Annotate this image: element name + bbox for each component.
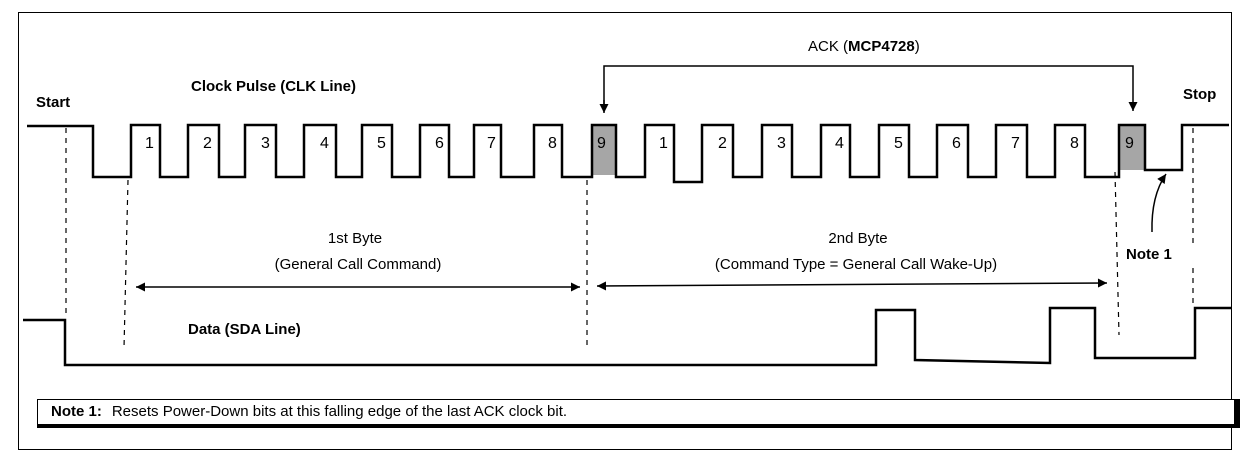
byte2-bit-5: 5 bbox=[894, 135, 903, 152]
byte1-bit-8: 8 bbox=[548, 135, 557, 152]
start-label: Start bbox=[36, 94, 70, 111]
byte2-bit-8: 8 bbox=[1070, 135, 1079, 152]
clock-waveform bbox=[27, 123, 1229, 184]
byte2-bit-3: 3 bbox=[777, 135, 786, 152]
data-waveform bbox=[23, 306, 1232, 367]
clock-bit-numbers: 1 2 3 4 5 6 7 8 9 1 2 3 4 5 6 7 8 9 bbox=[145, 135, 1134, 152]
ack-device-label: MCP4728 bbox=[848, 38, 915, 55]
note-box: Note 1: Resets Power-Down bits at this fa… bbox=[37, 399, 1240, 428]
byte1-bit-2: 2 bbox=[203, 135, 212, 152]
ack-label: ACK (MCP4728) bbox=[808, 38, 920, 55]
note-label: Note 1: bbox=[51, 403, 102, 420]
data-line-label: Data (SDA Line) bbox=[188, 321, 301, 338]
clock-line-label: Clock Pulse (CLK Line) bbox=[191, 78, 356, 95]
byte2-bit-1: 1 bbox=[659, 135, 668, 152]
byte2-bit-2: 2 bbox=[718, 135, 727, 152]
byte2-bit-7: 7 bbox=[1011, 135, 1020, 152]
ack-highlight-byte1 bbox=[592, 125, 616, 175]
byte2-span-arrow bbox=[596, 278, 1108, 291]
byte1-bit-3: 3 bbox=[261, 135, 270, 152]
guide-lines bbox=[65, 128, 1194, 349]
byte1-bit-1: 1 bbox=[145, 135, 154, 152]
byte2-description: (Command Type = General Call Wake-Up) bbox=[715, 256, 997, 273]
byte2-bit-4: 4 bbox=[835, 135, 844, 152]
note1-marker: Note 1 bbox=[1126, 246, 1172, 263]
ack-bracket bbox=[603, 65, 1138, 111]
byte2-title: 2nd Byte bbox=[828, 230, 887, 247]
byte1-bit-4: 4 bbox=[320, 135, 329, 152]
note1-marker-bg bbox=[1122, 244, 1194, 264]
byte2-bit-9: 9 bbox=[1125, 135, 1134, 152]
diagram-frame bbox=[18, 12, 1232, 450]
ack-highlight-byte2 bbox=[1119, 125, 1145, 170]
byte1-description: (General Call Command) bbox=[275, 256, 442, 273]
byte1-bit-9: 9 bbox=[597, 135, 606, 152]
note-text: Resets Power-Down bits at this falling e… bbox=[111, 403, 568, 420]
byte1-title: 1st Byte bbox=[328, 230, 382, 247]
stop-label: Stop bbox=[1183, 86, 1216, 103]
byte1-bit-5: 5 bbox=[377, 135, 386, 152]
byte1-bit-6: 6 bbox=[435, 135, 444, 152]
note1-pointer-arrow bbox=[1151, 173, 1167, 233]
byte1-bit-7: 7 bbox=[487, 135, 496, 152]
byte2-bit-6: 6 bbox=[952, 135, 961, 152]
